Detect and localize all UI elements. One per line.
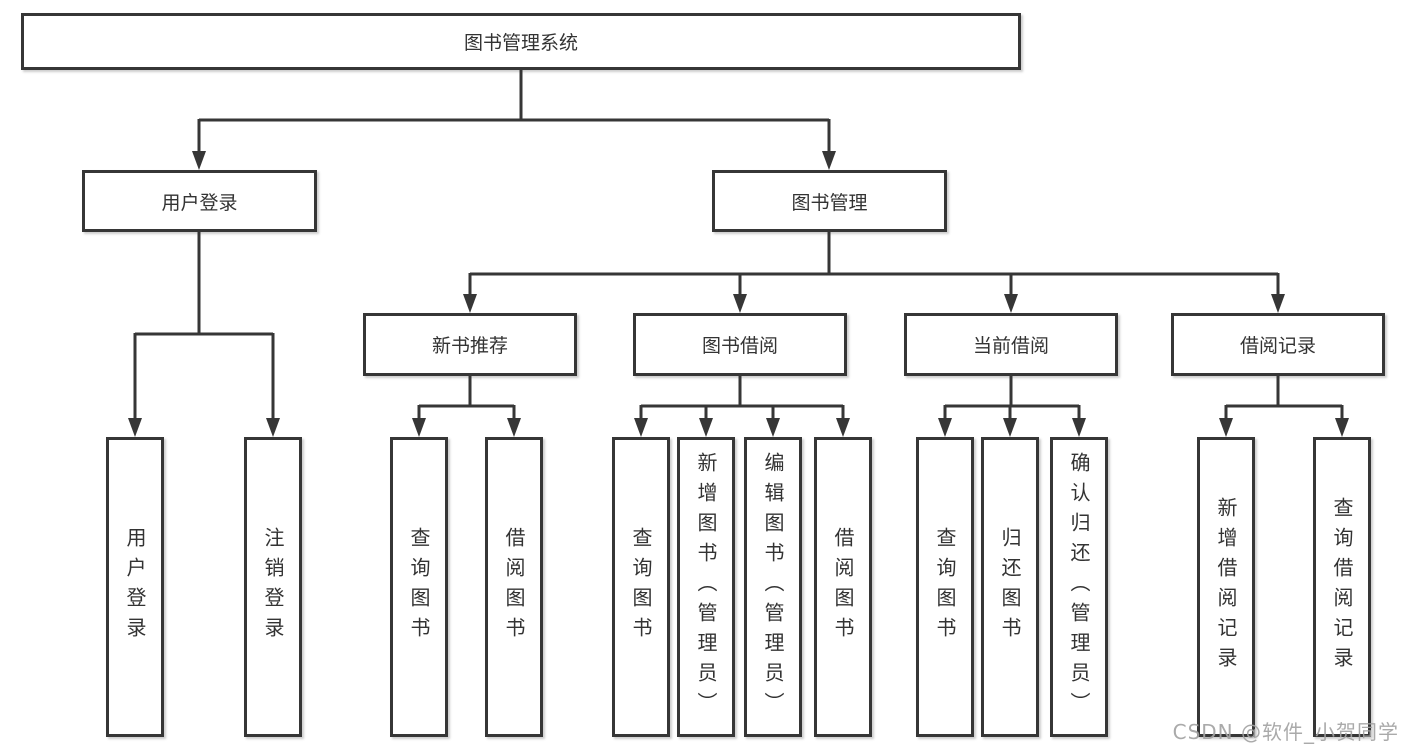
node-new-book-recommend: 新书推荐 — [363, 313, 577, 376]
node-label: 借阅图书 — [502, 527, 526, 647]
node-label: 查询图书 — [629, 527, 653, 647]
leaf-confirm-return-admin: 确认归还（管理员） — [1050, 437, 1108, 737]
leaf-query-borrow-record: 查询借阅记录 — [1313, 437, 1371, 737]
node-label: 注销登录 — [261, 527, 285, 647]
leaf-query-books: 查询图书 — [390, 437, 448, 737]
watermark: CSDN @软件_小贺同学 — [1172, 720, 1399, 744]
leaf-logout: 注销登录 — [244, 437, 302, 737]
node-label: 图书借阅 — [701, 335, 778, 357]
leaf-user-login: 用户登录 — [106, 437, 164, 737]
node-current-borrow: 当前借阅 — [904, 313, 1118, 376]
leaf-add-borrow-record: 新增借阅记录 — [1197, 437, 1255, 737]
leaf-borrow-books: 借阅图书 — [485, 437, 543, 737]
node-label: 图书管理 — [791, 191, 868, 214]
leaf-return-books: 归还图书 — [981, 437, 1039, 737]
leaf-add-books-admin: 新增图书（管理员） — [677, 437, 735, 737]
node-label: 新书推荐 — [431, 335, 508, 357]
node-borrow-records: 借阅记录 — [1171, 313, 1385, 376]
leaf-borrow-books: 借阅图书 — [814, 437, 872, 737]
node-label: 归还图书 — [998, 527, 1022, 647]
node-label: 查询图书 — [407, 527, 431, 647]
node-label: 新增图书（管理员） — [694, 452, 718, 722]
node-label: 编辑图书（管理员） — [761, 452, 785, 722]
node-book-management: 图书管理 — [712, 170, 947, 232]
leaf-edit-books-admin: 编辑图书（管理员） — [744, 437, 802, 737]
node-book-borrow: 图书借阅 — [633, 313, 847, 376]
node-label: 借阅图书 — [831, 527, 855, 647]
node-library-system: 图书管理系统 — [21, 13, 1021, 70]
node-label: 用户登录 — [123, 527, 147, 647]
node-label: 新增借阅记录 — [1214, 497, 1238, 677]
node-label: 查询图书 — [933, 527, 957, 647]
leaf-query-books: 查询图书 — [916, 437, 974, 737]
node-label: 当前借阅 — [972, 335, 1049, 357]
node-label: 确认归还（管理员） — [1067, 452, 1091, 722]
node-label: 借阅记录 — [1239, 335, 1316, 357]
node-label: 用户登录 — [161, 191, 238, 214]
leaf-query-books: 查询图书 — [612, 437, 670, 737]
node-user-login: 用户登录 — [82, 170, 317, 232]
node-label: 查询借阅记录 — [1330, 497, 1354, 677]
node-label: 图书管理系统 — [463, 32, 578, 54]
